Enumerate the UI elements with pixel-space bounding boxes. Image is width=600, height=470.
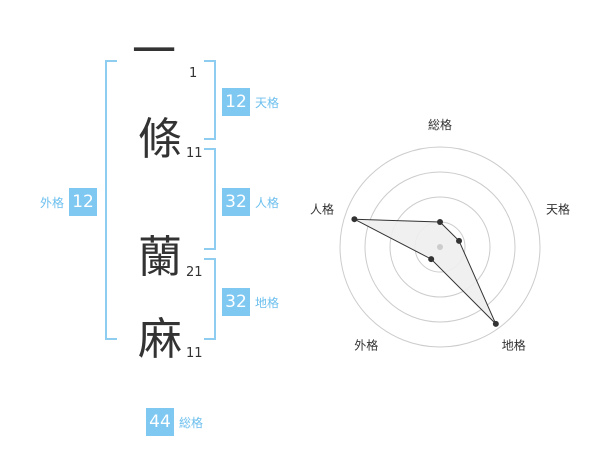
radar-ring-3: [364, 171, 516, 323]
radar-axis-label-3: 地格: [502, 338, 526, 353]
radar-ring-4: [339, 146, 541, 348]
chikaku-bracket: [204, 258, 216, 340]
chikaku-badge: 32 地格: [222, 288, 279, 316]
radar-point-2: [456, 237, 463, 244]
soukaku-label: 総格: [179, 415, 204, 430]
tenkaku-label: 天格: [255, 95, 280, 110]
tenkaku-badge: 12 天格: [222, 88, 279, 116]
radar-center-point: [437, 244, 443, 250]
radar-point-3: [492, 320, 499, 327]
jinkaku-label: 人格: [255, 195, 280, 210]
name-char-1: 一: [132, 26, 176, 77]
radar-axis-label-2: 天格: [546, 201, 570, 216]
name-char-2: 條: [138, 114, 182, 165]
gaikaku-label: 外格: [40, 195, 65, 210]
radar-axis-label-5: 人格: [310, 201, 334, 216]
tenkaku-bracket: [204, 60, 216, 140]
radar-axis-label-1: 総格: [428, 117, 452, 132]
radar-point-1: [437, 219, 443, 225]
tenkaku-score: 12: [222, 88, 250, 116]
jinkaku-badge: 32 人格: [222, 188, 279, 216]
gaikaku-badge: 外格 12: [40, 188, 98, 216]
radar-data-polygon: [354, 218, 497, 325]
stroke-count-2: 11: [186, 146, 203, 161]
stroke-count-1: 1: [189, 66, 198, 81]
jinkaku-score: 32: [222, 188, 250, 216]
radar-ring-2: [389, 196, 491, 298]
radar-axis-label-4: 外格: [354, 338, 378, 353]
name-char-4: 麻: [138, 314, 182, 365]
radar-point-5: [351, 216, 358, 223]
gaikaku-score: 12: [69, 188, 98, 216]
stroke-count-4: 11: [186, 346, 203, 361]
soukaku-score: 44: [146, 408, 174, 436]
stroke-count-3: 21: [186, 265, 203, 280]
chikaku-label: 地格: [255, 295, 280, 310]
chikaku-score: 32: [222, 288, 250, 316]
soukaku-badge: 44 総格: [146, 408, 203, 436]
name-char-3: 蘭: [138, 232, 182, 283]
jinkaku-bracket: [204, 148, 216, 250]
radar-point-4: [428, 256, 435, 263]
gaikaku-bracket: [105, 60, 117, 340]
